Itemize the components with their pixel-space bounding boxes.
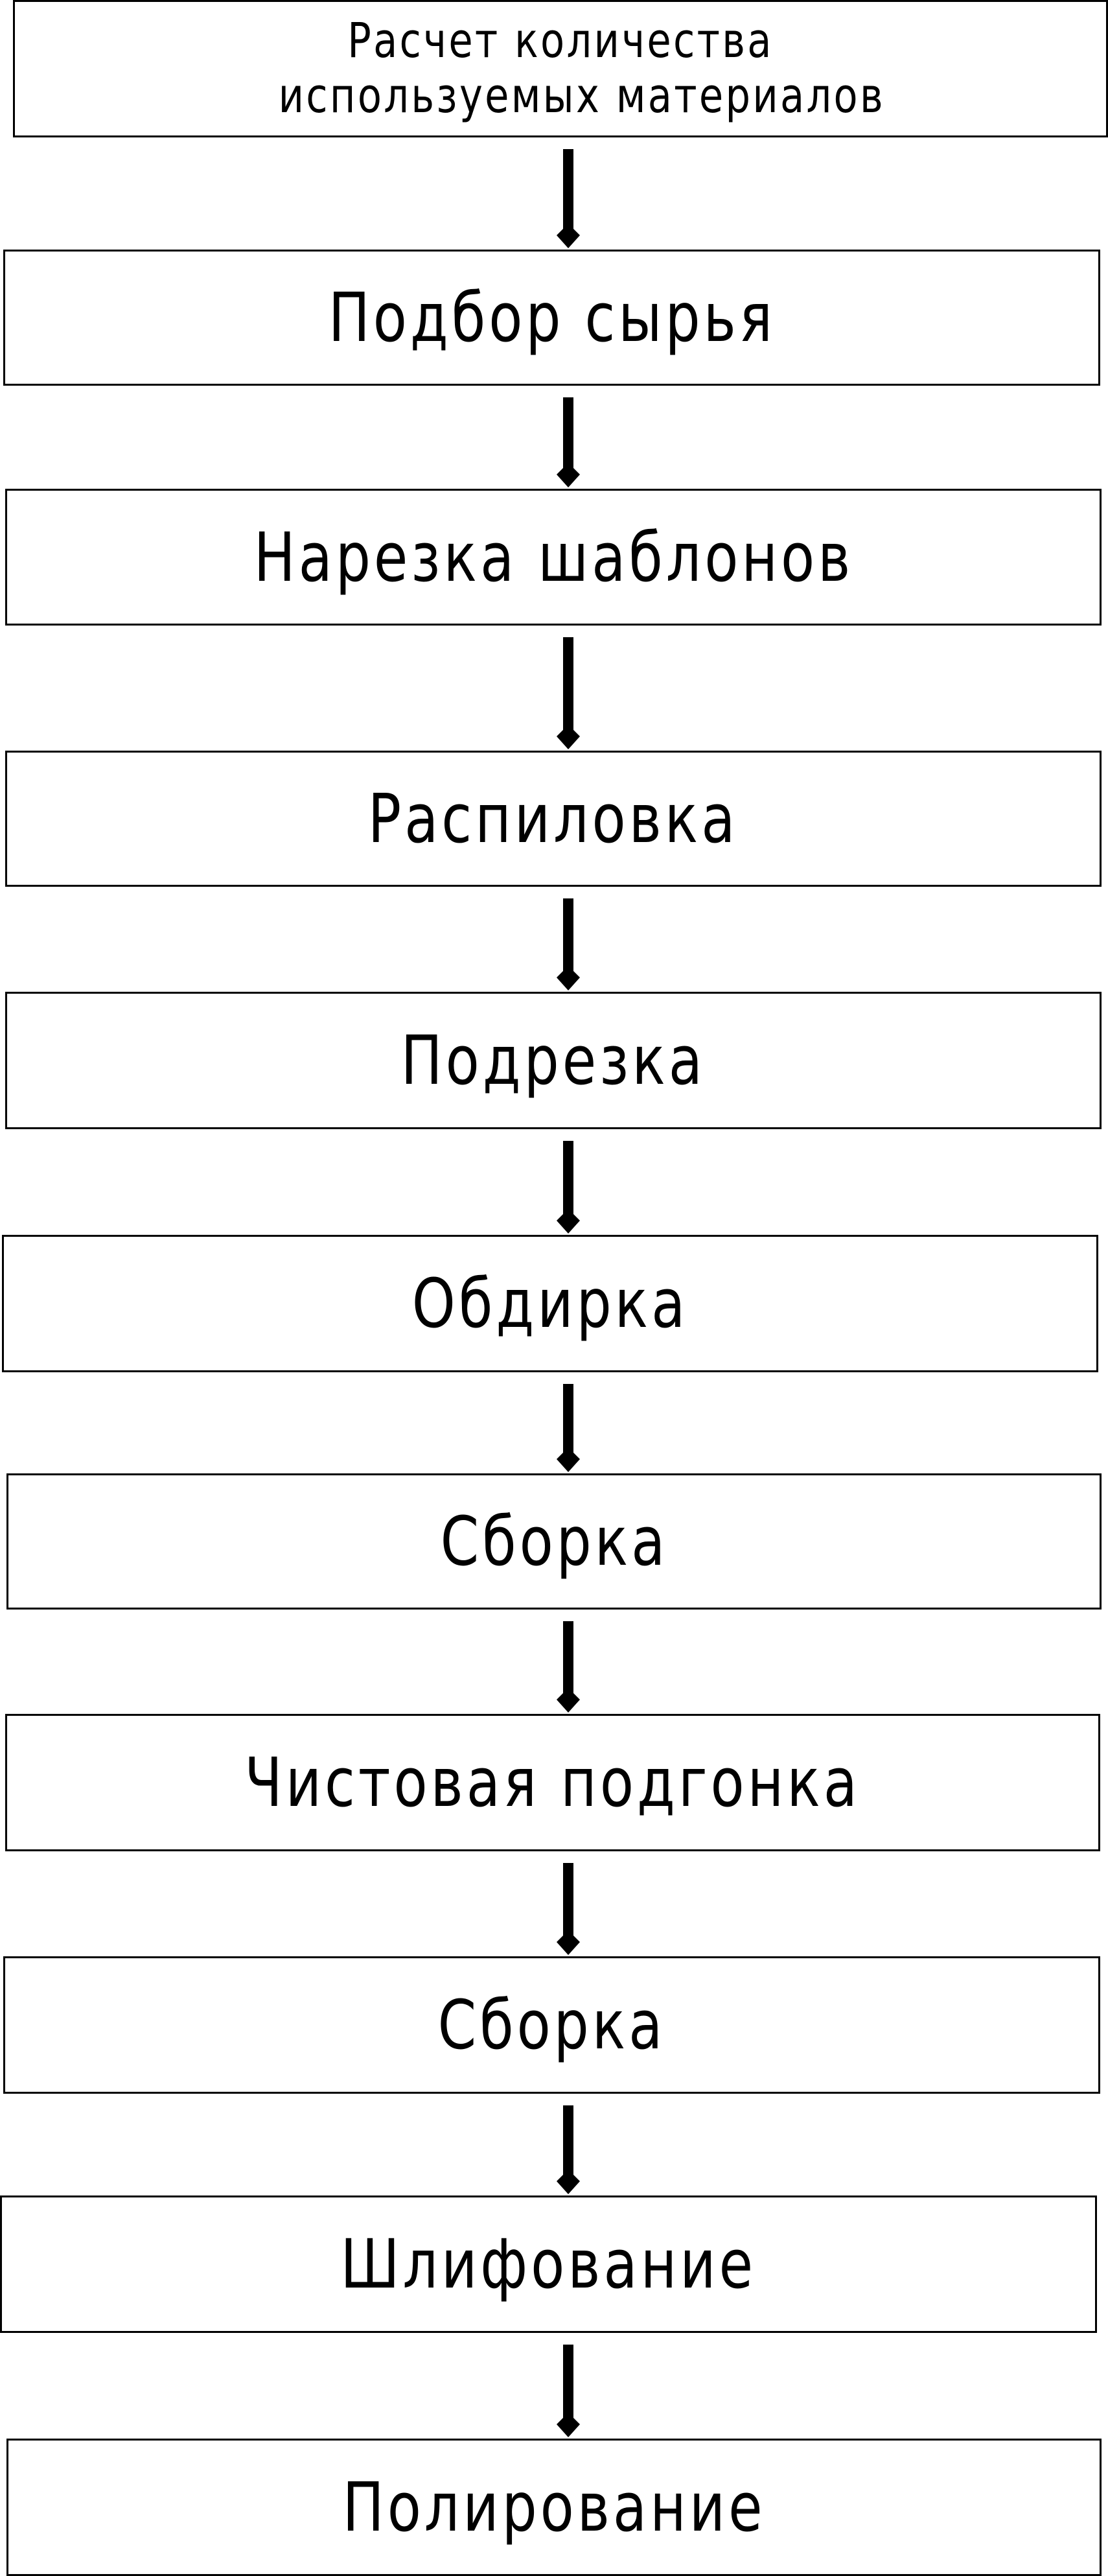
arrow-6 [557, 1384, 580, 1472]
arrow-head [557, 2181, 580, 2194]
arrow-head [557, 978, 580, 990]
step-box-5: Подрезка [5, 992, 1102, 1129]
step-box-6: Обдирка [2, 1235, 1098, 1372]
arrow-head [557, 1942, 580, 1955]
arrow-head [557, 1700, 580, 1713]
step-label-10: Шлифование [340, 2225, 757, 2304]
arrow-head-cap [557, 1447, 580, 1459]
step-label-8: Чистовая подгонка [244, 1743, 861, 1822]
step-box-8: Чистовая подгонка [5, 1714, 1100, 1851]
arrow-head-cap [557, 725, 580, 736]
arrow-7 [557, 1621, 580, 1713]
step-label-11: Полирование [342, 2468, 766, 2547]
arrow-head-cap [557, 224, 580, 235]
step-label-3: Нарезка шаблонов [253, 517, 853, 597]
step-box-9: Сборка [3, 1956, 1100, 2094]
step-label-1: Расчет количества используемых материало… [236, 12, 886, 124]
arrow-head-cap [557, 1688, 580, 1700]
arrow-head-cap [557, 463, 580, 474]
arrow-10 [557, 2345, 580, 2437]
step-box-2: Подбор сырья [3, 250, 1100, 386]
step-box-4: Распиловка [5, 751, 1102, 887]
arrow-head-cap [557, 2413, 580, 2424]
arrow-head-cap [557, 1209, 580, 1221]
step-label-2: Подбор сырья [328, 278, 776, 357]
arrow-4 [557, 898, 580, 990]
arrow-head [557, 1459, 580, 1472]
arrow-head [557, 235, 580, 248]
step-label-4: Распиловка [368, 779, 739, 858]
arrow-1 [557, 149, 580, 248]
arrow-head [557, 736, 580, 749]
step-box-10: Шлифование [0, 2195, 1097, 2333]
step-box-11: Полирование [6, 2439, 1102, 2576]
arrow-3 [557, 637, 580, 749]
arrow-head [557, 2424, 580, 2437]
arrow-head-cap [557, 966, 580, 978]
arrow-head [557, 1221, 580, 1234]
arrow-5 [557, 1141, 580, 1234]
arrow-head [557, 474, 580, 487]
step-label-1-line-1: Расчет количества [347, 12, 774, 69]
arrow-2 [557, 397, 580, 487]
step-box-1: Расчет количества используемых материало… [13, 0, 1108, 137]
step-label-9: Сборка [437, 1985, 666, 2065]
arrow-8 [557, 1863, 580, 1955]
step-label-7: Сборка [440, 1502, 668, 1581]
step-label-1-line-2: используемых материалов [278, 68, 886, 124]
arrow-9 [557, 2105, 580, 2194]
step-label-6: Обдирка [411, 1264, 689, 1343]
step-box-3: Нарезка шаблонов [5, 489, 1102, 626]
arrow-head-cap [557, 1930, 580, 1942]
arrow-head-cap [557, 2170, 580, 2181]
step-box-7: Сборка [6, 1473, 1102, 1610]
step-label-5: Подрезка [400, 1021, 706, 1100]
